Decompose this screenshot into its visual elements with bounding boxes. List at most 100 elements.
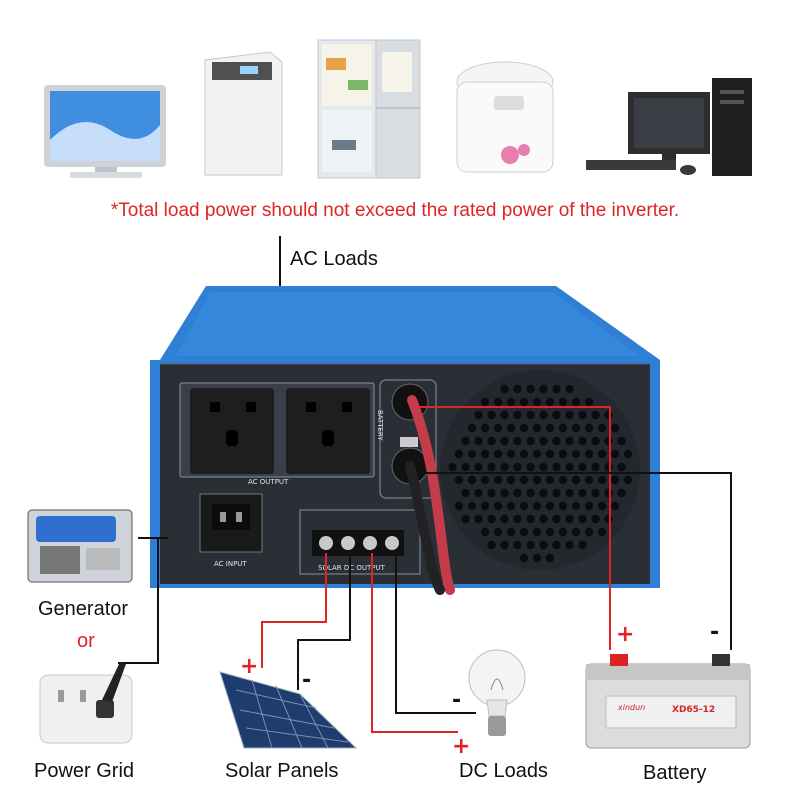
fan-hole — [519, 449, 529, 459]
computer-icon — [586, 78, 752, 176]
battery-port-text: BATTERY — [376, 410, 384, 441]
fan-hole — [513, 384, 522, 394]
fan-hole — [617, 488, 626, 498]
fan-hole — [604, 410, 613, 420]
fan-hole — [506, 449, 516, 459]
fan-hole — [532, 423, 542, 433]
fan-hole — [487, 540, 496, 550]
fan-hole — [467, 423, 477, 433]
fan-hole — [591, 436, 600, 446]
battery-brand-text: xindun — [617, 703, 645, 712]
fan-hole — [493, 527, 503, 537]
fan-hole — [558, 527, 568, 537]
fan-hole — [500, 488, 509, 498]
fan-hole — [591, 410, 600, 420]
fan-hole — [513, 540, 522, 550]
fan-hole — [467, 449, 477, 459]
terminal-block: SOLAR DC OUTPUT — [299, 509, 421, 575]
fan-hole — [506, 501, 516, 511]
fan-hole — [610, 501, 620, 511]
fan-hole — [500, 436, 509, 446]
fan-hole — [552, 436, 561, 446]
fan-hole — [500, 384, 509, 394]
fan-hole — [539, 488, 548, 498]
fan-hole — [532, 449, 542, 459]
load-warning-text: *Total load power should not exceed the … — [110, 200, 680, 221]
positive-wires — [261, 406, 611, 733]
fan-hole — [623, 475, 633, 485]
fan-hole — [578, 540, 587, 550]
fan-hole — [500, 410, 509, 420]
power-grid-socket-icon — [39, 662, 133, 744]
fan-hole — [552, 540, 561, 550]
fan-hole — [558, 449, 568, 459]
fan-hole — [493, 397, 503, 407]
fan-hole — [539, 540, 548, 550]
fan-hole — [604, 436, 613, 446]
rice-cooker-icon — [456, 61, 554, 173]
solar-dc-text: SOLAR DC OUTPUT — [318, 564, 386, 572]
fan-hole — [604, 514, 613, 524]
fan-hole — [571, 501, 581, 511]
fan-hole — [506, 397, 516, 407]
battery-model-text: XD65-12 — [672, 705, 715, 715]
fan-hole — [474, 462, 483, 472]
fan-hole — [571, 423, 581, 433]
refrigerator-icon — [317, 39, 421, 179]
solar-panels-label: Solar Panels — [225, 760, 339, 782]
fan-hole — [461, 488, 470, 498]
fan-hole — [454, 449, 464, 459]
fan-hole — [558, 397, 568, 407]
fan-hole — [565, 436, 574, 446]
fan-hole — [519, 475, 529, 485]
battery-label: Battery — [643, 762, 707, 784]
fan-hole — [500, 540, 509, 550]
washing-machine-icon — [204, 51, 283, 176]
fan-hole — [493, 501, 503, 511]
fan-hole — [532, 553, 542, 563]
fan-hole — [526, 462, 535, 472]
fan-hole — [532, 501, 542, 511]
fan-hole — [526, 436, 535, 446]
fan-hole — [565, 410, 574, 420]
fan-hole — [571, 527, 581, 537]
fan-hole — [448, 462, 457, 472]
fan-hole — [474, 488, 483, 498]
ac-output-panel: AC OUTPUT — [179, 382, 375, 486]
fan-hole — [584, 501, 594, 511]
fan-hole — [623, 449, 633, 459]
fan-hole — [578, 410, 587, 420]
fan-hole — [454, 475, 464, 485]
fan-hole — [552, 488, 561, 498]
fan-hole — [597, 475, 607, 485]
fan-hole — [513, 462, 522, 472]
generator-icon — [27, 509, 133, 583]
dc-loads-label: DC Loads — [459, 760, 548, 782]
fan-grille — [440, 370, 640, 570]
fan-hole — [526, 410, 535, 420]
fan-hole — [487, 410, 496, 420]
fan-hole — [584, 475, 594, 485]
solar-plus-sign: + — [240, 654, 259, 679]
fan-hole — [584, 423, 594, 433]
ac-input-text: AC INPUT — [214, 560, 247, 568]
fan-hole — [539, 462, 548, 472]
fan-hole — [506, 423, 516, 433]
fan-hole — [526, 514, 535, 524]
fan-hole — [565, 488, 574, 498]
ac-output-text: AC OUTPUT — [248, 478, 289, 486]
fan-hole — [617, 436, 626, 446]
battery-cables — [405, 395, 455, 595]
fan-hole — [513, 436, 522, 446]
fan-hole — [591, 514, 600, 524]
fan-hole — [610, 449, 620, 459]
fan-hole — [604, 462, 613, 472]
fan-hole — [617, 462, 626, 472]
solar-minus-sign: - — [302, 668, 312, 693]
fan-hole — [539, 384, 548, 394]
fan-hole — [565, 384, 574, 394]
fan-hole — [493, 423, 503, 433]
fan-hole — [558, 423, 568, 433]
fan-hole — [597, 449, 607, 459]
fan-hole — [565, 462, 574, 472]
